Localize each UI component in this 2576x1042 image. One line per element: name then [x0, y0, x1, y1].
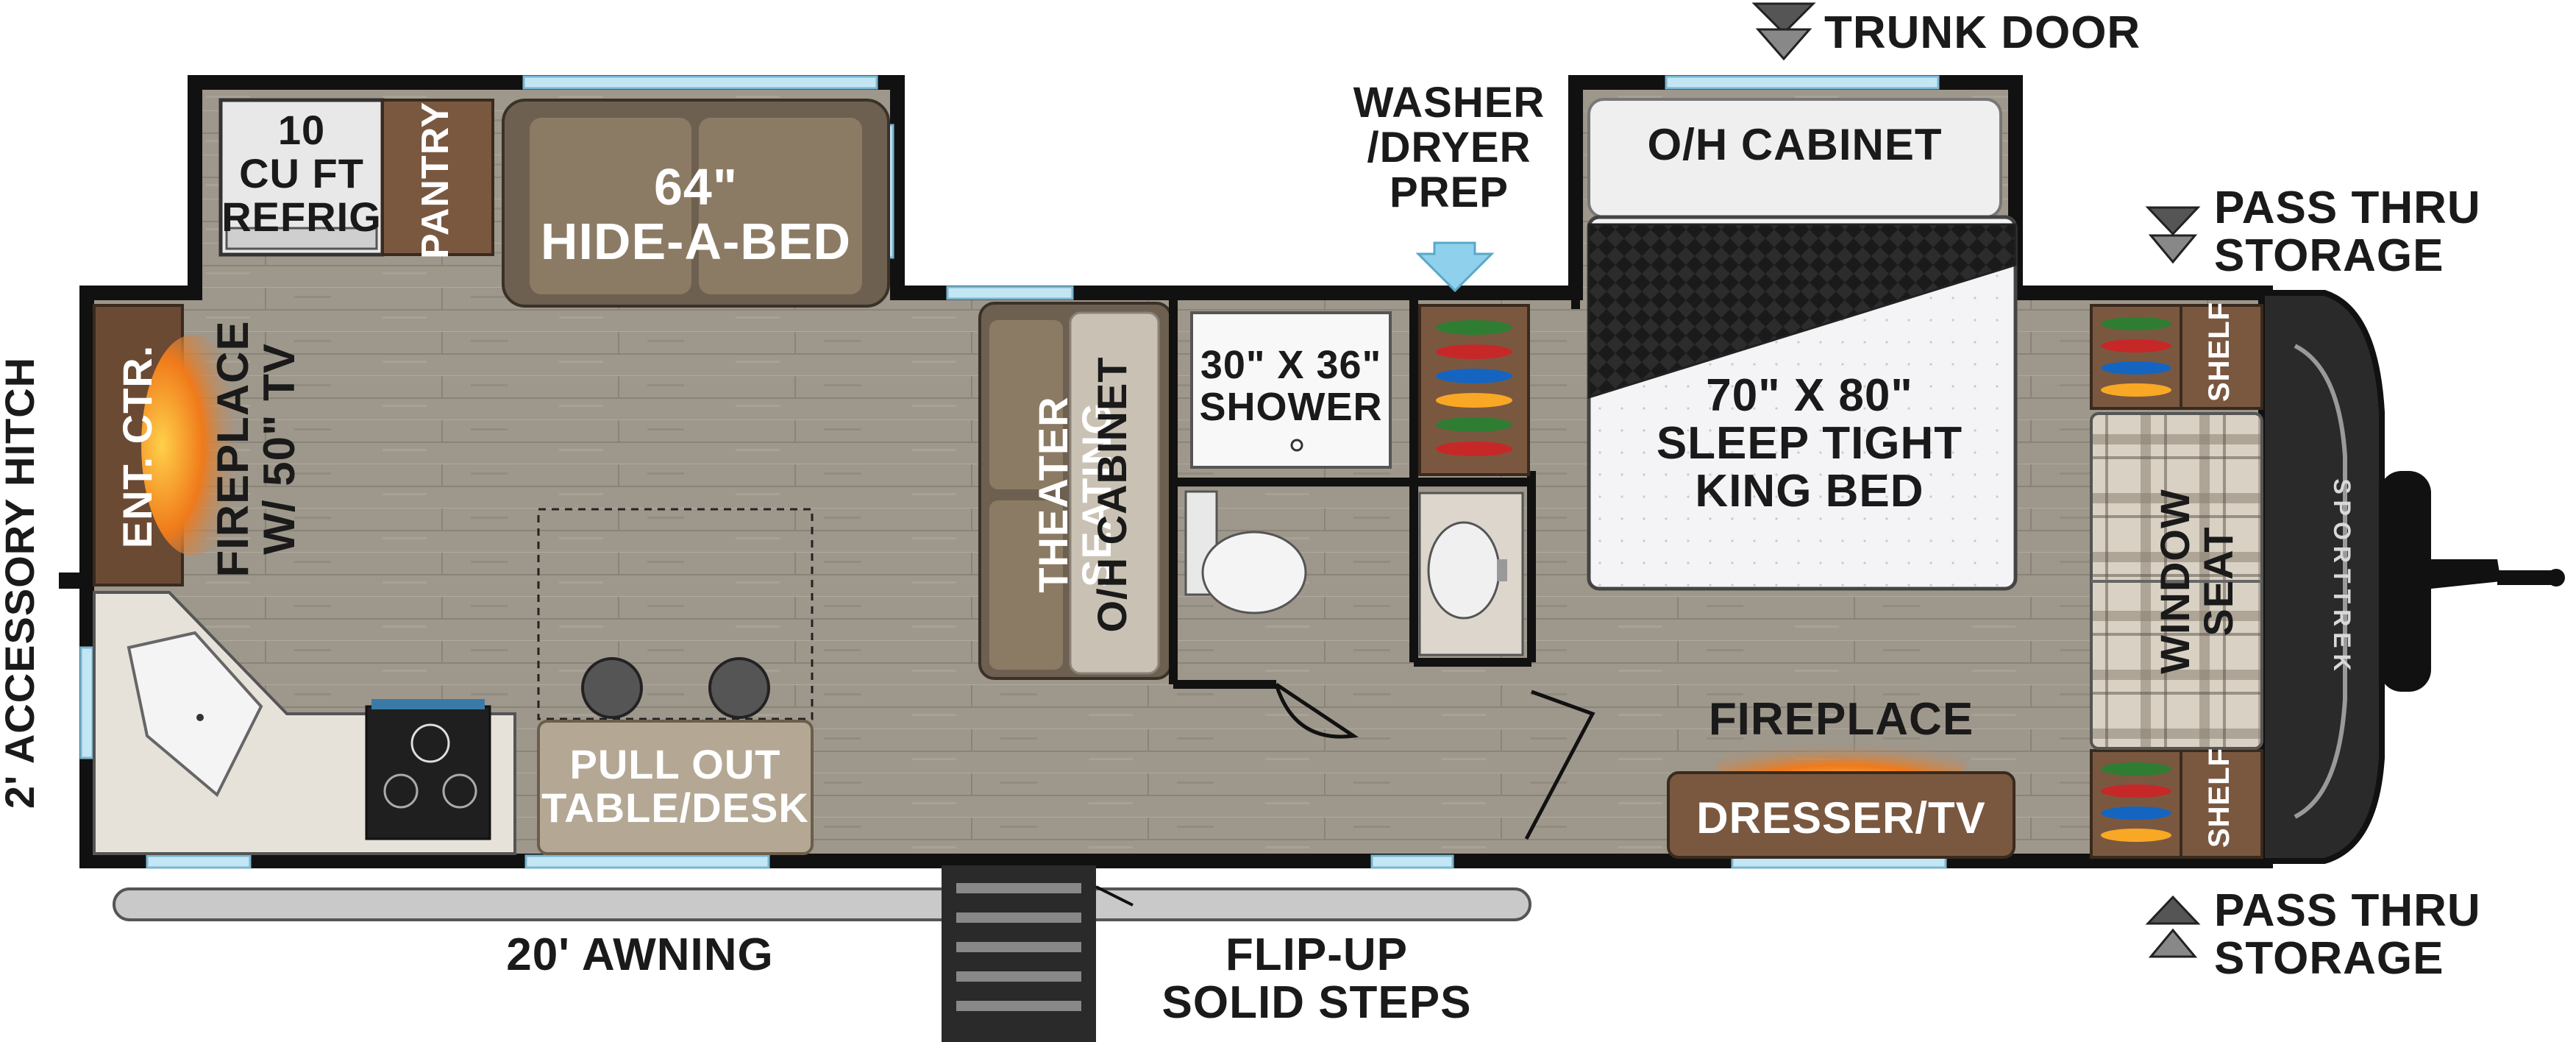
front-cap	[2259, 290, 2565, 864]
label-accessory-hitch: 2' ACCESSORY HITCH	[0, 356, 43, 809]
pantry	[381, 99, 494, 256]
bath-door-swing	[1274, 682, 1359, 739]
label-window-seat: WINDOW SEAT	[2152, 489, 2241, 674]
shower-drain	[1290, 439, 1303, 452]
pass-thru-bottom-arrow	[2145, 895, 2201, 958]
label-oh-cabinet-top: O/H CABINET	[1647, 120, 1943, 169]
toilet	[1184, 490, 1307, 614]
label-ent-ctr: ENT. CTR.	[114, 344, 160, 549]
label-shower: 30" X 36" SHOWER	[1199, 343, 1383, 429]
shower	[1190, 311, 1392, 469]
label-refrig: 10 CU FT REFRIG	[221, 107, 382, 240]
label-pass-thru-bottom: PASS THRU STORAGE	[2214, 885, 2481, 985]
label-theater-seating: THEATER SEATING	[1030, 396, 1120, 593]
label-washer-dryer: WASHER /DRYER PREP	[1353, 79, 1545, 216]
label-king-bed: 70" X 80" SLEEP TIGHT KING BED	[1656, 370, 1963, 517]
washer-dryer-shelf	[1418, 304, 1530, 476]
label-brand-logo: SPORTTREK	[2329, 478, 2355, 677]
hide-a-bed	[502, 99, 890, 308]
dresser	[1667, 771, 2015, 859]
label-dresser-tv: DRESSER/TV	[1696, 793, 1986, 843]
bath-door-right	[1524, 690, 1595, 840]
steps-pointer-line	[1095, 885, 1134, 907]
label-steps: FLIP-UP SOLID STEPS	[1161, 929, 1472, 1029]
label-fireplace-tv: FIREPLACE W/ 50" TV	[208, 320, 304, 578]
king-bed	[1587, 215, 2018, 591]
label-pantry: PANTRY	[414, 102, 457, 259]
label-trunk-door: TRUNK DOOR	[1824, 7, 2141, 58]
pull-out-table-area	[537, 508, 814, 855]
awning-bar	[113, 887, 1531, 921]
cooktop	[365, 699, 491, 840]
bathroom-walls	[1169, 293, 1536, 689]
front-shelves	[2090, 304, 2263, 859]
label-shelf-bottom: SHELF	[2203, 747, 2235, 848]
fireplace-flame-left	[141, 335, 244, 556]
pass-thru-top-arrow	[2145, 206, 2201, 264]
bath-sink	[1418, 492, 1524, 656]
label-pass-thru-top: PASS THRU STORAGE	[2214, 182, 2481, 282]
label-pull-out-table: PULL OUT TABLE/DESK	[541, 741, 809, 831]
label-awning: 20' AWNING	[506, 929, 774, 980]
theater-seating	[978, 302, 1173, 680]
label-oh-cabinet-vertical: O/H CABINET	[1089, 356, 1135, 633]
trunk-door-arrow	[1751, 2, 1816, 61]
windows	[79, 75, 1947, 869]
label-shelf-top: SHELF	[2203, 301, 2235, 402]
refrigerator	[218, 98, 385, 257]
washer-arrow	[1415, 241, 1495, 293]
label-fireplace-bedroom: FIREPLACE	[1708, 694, 1974, 745]
entry-steps	[942, 865, 1096, 1042]
label-hide-a-bed: 64" HIDE-A-BED	[540, 158, 852, 270]
